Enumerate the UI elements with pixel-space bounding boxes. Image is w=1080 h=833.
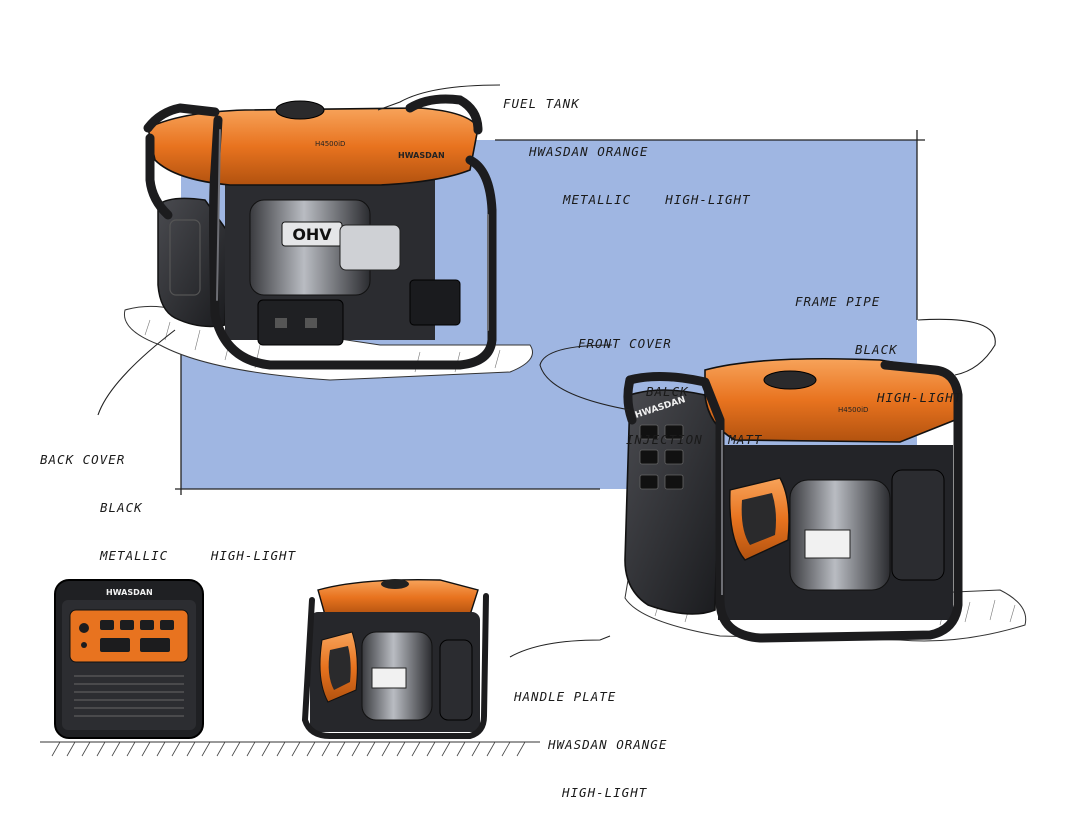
panel-corner-lines [175,130,925,495]
ohv-badge: OHV [292,225,332,244]
svg-text:H4500iD: H4500iD [315,140,345,148]
label-handle-plate: HANDLE PLATE HWASDAN ORANGE HIGH-LIGHT [514,689,668,800]
label-frame-pipe: FRAME PIPE BLACK HIGH-LIGHT [795,294,963,405]
leader-handle-plate [509,635,611,658]
leader-back-cover [97,329,176,416]
front-control-panel [69,609,189,663]
frame-pipe [143,94,497,370]
fuel-tank [147,107,479,186]
front-grille [74,675,184,717]
label-back-cover: BACK COVER BLACK METALLIC HIGH-LIGHT [40,452,297,563]
generator-front-view: HWASDAN H4500iD [623,357,1027,643]
svg-text:H4500iD: H4500iD [838,406,868,414]
battery-box [257,299,344,346]
leader-fuel-tank [377,84,501,111]
side-cover [891,469,945,581]
svg-text:HWASDAN: HWASDAN [398,151,445,160]
leader-front-cover [539,344,631,411]
generator-main-view: OHV H4500iD HWASDAN [123,94,533,381]
generator-front-orthographic: HWASDAN [54,579,204,739]
front-cover [624,389,721,615]
fuel-cap [275,100,325,120]
generator-side-orthographic [301,579,489,739]
sketch-sheet: OHV H4500iD HWASDAN [40,84,1027,800]
control-panel-outlets [639,424,684,490]
callout-leaders [97,84,996,658]
leader-frame-pipe [917,318,996,376]
label-front-cover: FRONT COVER BALCK INJECTION MATT [578,336,763,447]
ohv-badge-box: OHV [281,221,343,247]
svg-text:HWASDAN: HWASDAN [106,588,153,597]
label-fuel-tank: FUEL TANK HWASDAN ORANGE METALLIC HIGH-L… [503,96,751,207]
sketch-artwork: OHV H4500iD HWASDAN [40,84,1027,757]
